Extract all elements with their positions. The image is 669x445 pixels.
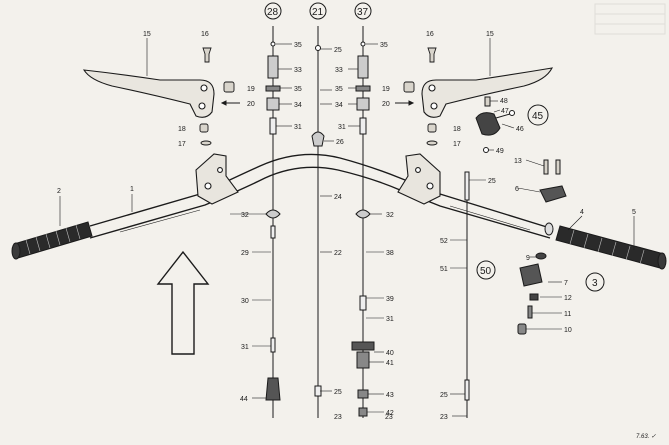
label-5: 5 <box>632 209 636 216</box>
label-25-b: 25 <box>488 178 496 185</box>
label-31-a: 31 <box>294 124 302 131</box>
label-25-a: 25 <box>334 47 342 54</box>
cable-column-28 <box>265 26 281 418</box>
label-31-d: 31 <box>386 316 394 323</box>
label-51: 51 <box>440 266 448 273</box>
label-33-b: 33 <box>335 67 343 74</box>
label-7: 7 <box>564 280 568 287</box>
label-2: 2 <box>57 188 61 195</box>
arrows-20 <box>220 100 415 106</box>
cable-column-50 <box>464 171 470 418</box>
label-39: 39 <box>386 296 394 303</box>
lever-small-parts <box>199 47 438 146</box>
label-15-right: 15 <box>486 31 494 38</box>
switch-assembly <box>475 96 567 335</box>
label-16-right: 16 <box>426 31 434 38</box>
label-31-b: 31 <box>338 124 346 131</box>
right-grip <box>544 222 667 270</box>
label-47: 47 <box>501 108 509 115</box>
label-40: 40 <box>386 350 394 357</box>
left-lever <box>82 69 215 118</box>
label-50: 50 <box>480 266 492 277</box>
label-26: 26 <box>336 139 344 146</box>
label-18-left: 18 <box>178 126 186 133</box>
label-44: 44 <box>240 396 248 403</box>
reference-circles <box>264 2 605 292</box>
label-24: 24 <box>334 194 342 201</box>
label-31-c: 31 <box>241 344 249 351</box>
label-17-left: 17 <box>178 141 186 148</box>
label-52: 52 <box>440 238 448 245</box>
label-25-d: 25 <box>440 392 448 399</box>
label-11: 11 <box>564 311 571 318</box>
left-grip <box>11 221 93 260</box>
label-10: 10 <box>564 327 572 334</box>
label-28: 28 <box>267 7 279 18</box>
label-17-right: 17 <box>453 141 461 148</box>
label-35-b: 35 <box>294 86 302 93</box>
label-29: 29 <box>241 250 249 257</box>
label-37: 37 <box>357 7 369 18</box>
cable-column-37 <box>351 26 375 418</box>
label-22: 22 <box>334 250 342 257</box>
label-20-left: 20 <box>247 101 255 108</box>
label-25-c: 25 <box>334 389 342 396</box>
label-19-right: 19 <box>382 86 390 93</box>
label-32-a: 32 <box>241 212 249 219</box>
label-46: 46 <box>516 126 524 133</box>
left-mount-bracket <box>195 153 239 205</box>
label-21: 21 <box>312 7 324 18</box>
part-labels: 1 2 3 4 5 6 7 9 10 11 12 13 15 15 16 16 … <box>57 7 656 440</box>
label-23-c: 23 <box>440 414 448 421</box>
label-35-a: 35 <box>294 42 302 49</box>
label-4: 4 <box>580 209 584 216</box>
bleed-through-background <box>594 3 666 35</box>
leader-lines <box>59 38 635 417</box>
label-49: 49 <box>496 148 504 155</box>
label-20-right: 20 <box>382 101 390 108</box>
label-23-a: 23 <box>334 414 342 421</box>
label-34-a: 34 <box>294 102 302 109</box>
label-13: 13 <box>514 158 522 165</box>
label-35-d: 35 <box>335 86 343 93</box>
label-32-b: 32 <box>386 212 394 219</box>
label-30: 30 <box>241 298 249 305</box>
label-23-b: 23 <box>385 414 393 421</box>
cable-column-21 <box>311 26 325 418</box>
direction-arrow <box>156 250 210 355</box>
label-48: 48 <box>500 98 508 105</box>
label-18-right: 18 <box>453 126 461 133</box>
right-lever <box>421 67 553 118</box>
label-43: 43 <box>386 392 394 399</box>
label-42: 42 <box>386 410 394 417</box>
label-12: 12 <box>564 295 572 302</box>
label-19-left: 19 <box>247 86 255 93</box>
label-35-c: 35 <box>380 42 388 49</box>
label-16-left: 16 <box>201 31 209 38</box>
label-38: 38 <box>386 250 394 257</box>
label-41: 41 <box>386 360 394 367</box>
footnote: 7.63. ✓ <box>636 434 656 440</box>
label-45: 45 <box>532 111 544 122</box>
label-9: 9 <box>526 255 530 262</box>
label-34-b: 34 <box>335 102 343 109</box>
label-1: 1 <box>130 186 134 193</box>
label-15-left: 15 <box>143 31 151 38</box>
label-6: 6 <box>515 186 519 193</box>
label-3: 3 <box>592 278 598 289</box>
right-mount-bracket <box>397 153 441 205</box>
label-33-a: 33 <box>294 67 302 74</box>
